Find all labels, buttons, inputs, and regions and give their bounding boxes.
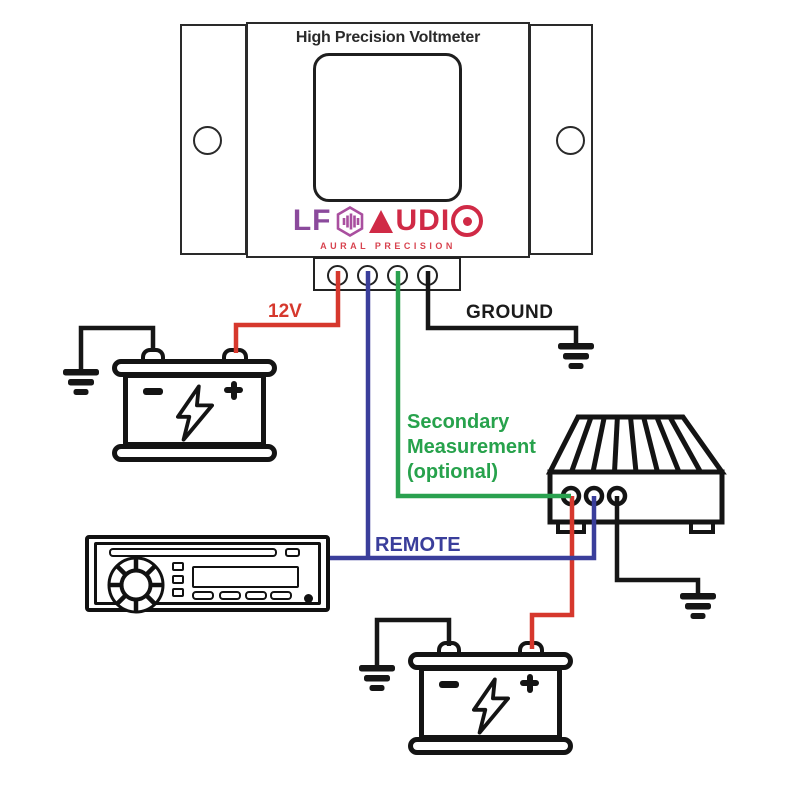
lightning-bolt-icon: [176, 384, 214, 442]
minus-symbol: [143, 388, 163, 395]
label-ground: GROUND: [466, 302, 554, 323]
mounting-hole-right: [556, 126, 585, 155]
amp-terminal-3: [606, 485, 628, 507]
voltmeter-display-screen: [313, 53, 462, 202]
minus-symbol: [439, 681, 459, 688]
function-button: [270, 591, 292, 600]
battery-bottom-cap: [408, 737, 573, 755]
label-12v: 12V: [268, 301, 302, 322]
logo-hexagon-equalizer-icon: [337, 205, 364, 237]
cd-slot: [109, 548, 277, 557]
triangle-a-icon: [369, 209, 394, 233]
head-unit: [85, 535, 330, 614]
battery-bottom-cap: [112, 444, 277, 462]
logo-lf-text: LF: [292, 204, 332, 237]
battery-top-cap: [112, 359, 277, 377]
volume-knob: [107, 556, 165, 614]
stereo-display: [192, 566, 299, 588]
ground-symbol: [558, 343, 594, 369]
amp-terminal-1: [560, 485, 582, 507]
battery-top-cap: [408, 652, 573, 670]
lightning-bolt-icon: [472, 677, 510, 735]
eject-button: [285, 548, 300, 557]
voltmeter-title: High Precision Voltmeter: [295, 29, 481, 46]
terminal-power: [327, 265, 348, 286]
preset-button: [172, 575, 184, 584]
car-battery-secondary: [408, 641, 573, 756]
preset-button: [172, 562, 184, 571]
logo-tagline: AURAL PRECISION: [320, 241, 456, 251]
function-button: [219, 591, 241, 600]
label-secondary-measurement: Secondary Measurement (optional): [407, 411, 536, 483]
car-battery-main: [112, 348, 277, 463]
bullseye-o-icon: [451, 205, 484, 237]
function-button: [192, 591, 214, 600]
ground-symbol: [63, 369, 99, 395]
plus-symbol: [230, 380, 237, 400]
mounting-hole-left: [193, 126, 222, 155]
preset-button: [172, 588, 184, 597]
logo-udi-letters: UDI: [395, 204, 451, 237]
ground-symbol: [680, 593, 716, 619]
terminal-secondary: [387, 265, 408, 286]
terminal-remote: [357, 265, 378, 286]
power-button: [304, 594, 313, 603]
function-button: [245, 591, 267, 600]
amp-terminal-2: [583, 485, 605, 507]
amplifier: [545, 414, 727, 534]
amp-heatsink-fins: [569, 415, 703, 474]
plus-symbol: [526, 673, 533, 693]
ground-symbol: [359, 665, 395, 691]
logo-audio-text: UDI: [369, 204, 484, 237]
terminal-ground: [417, 265, 438, 286]
label-remote: REMOTE: [375, 534, 461, 556]
lf-audio-logo: LF UDI: [246, 203, 530, 239]
